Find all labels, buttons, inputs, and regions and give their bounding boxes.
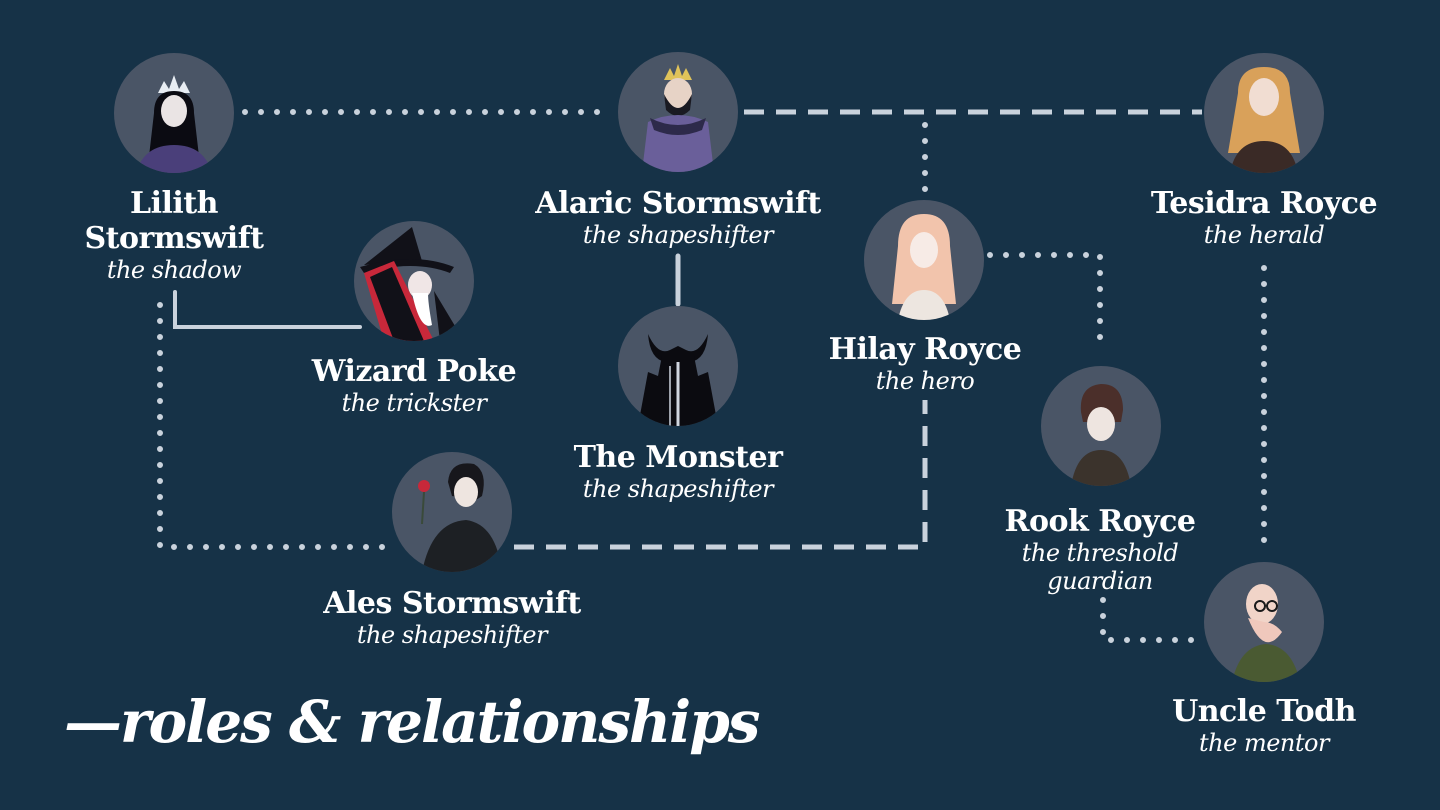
character-role: the mentor — [1199, 729, 1329, 757]
link-lilith-ales — [157, 302, 395, 550]
hilay-label: Hilay Royce the hero — [810, 332, 1040, 395]
character-name: Alaric Stormswift — [535, 186, 821, 221]
character-name: Hilay Royce — [828, 332, 1022, 367]
hilay-portrait — [864, 200, 984, 320]
character-role: the shapeshifter — [356, 621, 548, 649]
character-name: Rook Royce — [1004, 504, 1196, 539]
link-rook-todh — [1100, 597, 1195, 643]
wizard-portrait — [354, 221, 474, 341]
link-ales-hilay — [514, 400, 928, 550]
rook-portrait — [1041, 366, 1161, 486]
ales-portrait — [392, 452, 512, 572]
character-role: the threshold — [1021, 539, 1179, 567]
character-name: The Monster — [573, 440, 783, 475]
character-role: guardian — [1047, 567, 1153, 595]
character-name: Tesidra Royce — [1150, 186, 1378, 221]
alaric-label: Alaric Stormswift the shapeshifter — [518, 186, 838, 249]
todh-portrait — [1204, 562, 1324, 682]
lilith-portrait — [114, 53, 234, 173]
wizard-label: Wizard Poke the trickster — [294, 354, 534, 417]
character-role: the trickster — [341, 389, 487, 417]
link-hilay-rook — [987, 252, 1103, 348]
character-name: Ales Stormswift — [323, 586, 581, 621]
character-name: Lilith — [130, 186, 218, 221]
character-name: Wizard Poke — [311, 354, 517, 389]
monster-portrait — [618, 306, 738, 426]
character-role: the hero — [875, 367, 975, 395]
character-name: Stormswift — [84, 221, 264, 256]
ales-label: Ales Stormswift the shapeshifter — [302, 586, 602, 649]
rook-label: Rook Royce the threshold guardian — [990, 504, 1210, 595]
monster-label: The Monster the shapeshifter — [538, 440, 818, 503]
character-role: the shapeshifter — [582, 221, 774, 249]
tesidra-portrait — [1204, 53, 1324, 173]
character-name: Uncle Todh — [1172, 694, 1356, 729]
character-role: the herald — [1203, 221, 1325, 249]
alaric-portrait — [618, 52, 738, 172]
character-role: the shadow — [106, 256, 242, 284]
todh-label: Uncle Todh the mentor — [1144, 694, 1384, 757]
tesidra-label: Tesidra Royce the herald — [1134, 186, 1394, 249]
character-role: the shapeshifter — [582, 475, 774, 503]
link-lilith-wizard — [173, 290, 362, 329]
page-title: —roles & relationships — [64, 688, 760, 756]
lilith-label: Lilith Stormswift the shadow — [74, 186, 274, 284]
